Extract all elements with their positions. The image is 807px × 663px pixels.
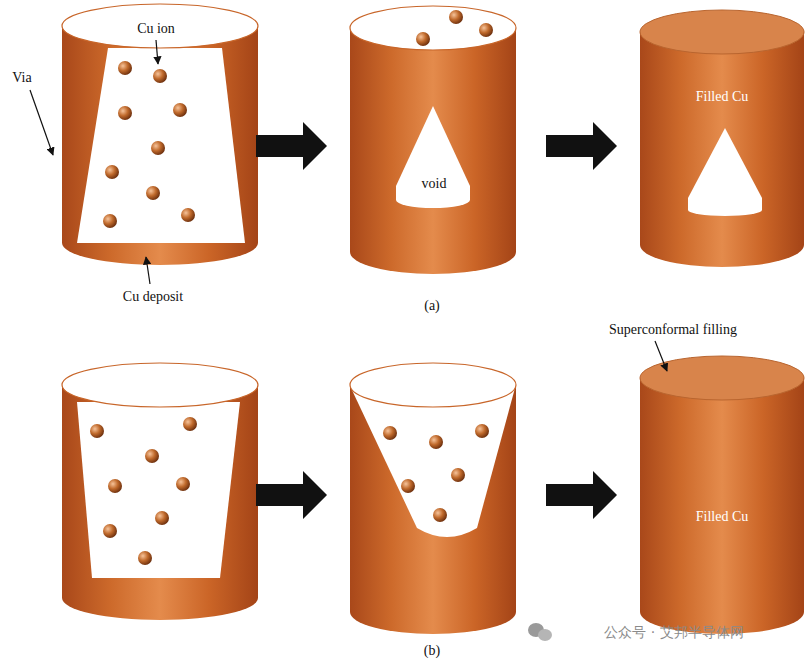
watermark: 公众号 · 艾邦半导体网 [604,624,743,640]
via-cylinder [62,363,258,620]
via-cylinder [350,363,516,634]
process-arrow [256,122,327,170]
leader-line [655,341,667,371]
callout-label: Cu deposit [123,289,183,305]
panel-label: (a) [424,298,440,314]
process-arrow [546,471,617,519]
via-cylinder [640,10,804,267]
region-label: void [422,176,447,192]
process-arrow [256,471,327,519]
leader-line [146,257,150,284]
watermark-icon [528,623,552,641]
via-cylinder [640,356,804,634]
via-cylinder [62,4,258,265]
region-label: Filled Cu [696,89,749,105]
region-label: Filled Cu [696,509,749,525]
callout-label: Superconformal filling [609,322,737,338]
callout-label: Via [12,70,31,86]
process-arrow [546,122,617,170]
callout-label: Cu ion [137,21,175,37]
leader-line [30,90,53,155]
via-cylinder [350,6,516,274]
panel-label: (b) [424,643,440,659]
leader-line [156,40,158,64]
